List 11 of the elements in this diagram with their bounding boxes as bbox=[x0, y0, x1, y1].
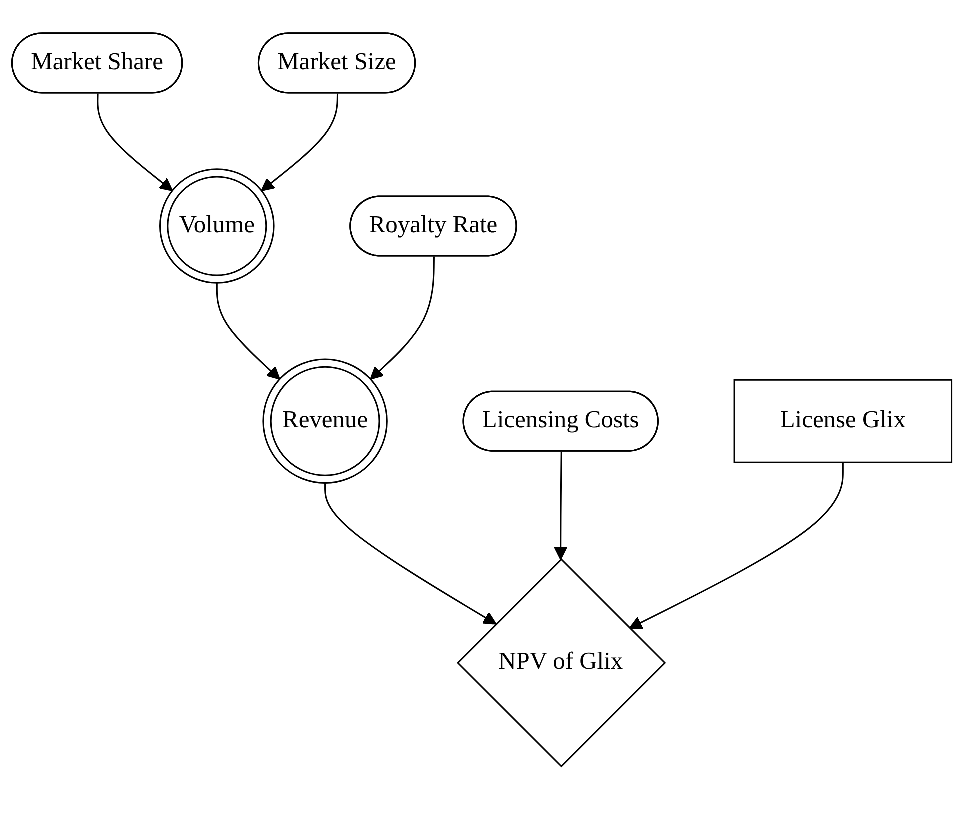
arrow bbox=[97, 94, 174, 192]
arrow bbox=[216, 283, 280, 380]
arrow bbox=[554, 452, 568, 560]
arrow bbox=[629, 462, 844, 630]
node-diamond: NPV of Glix bbox=[457, 558, 666, 768]
node-circle: Revenue bbox=[262, 358, 388, 484]
arrow bbox=[261, 94, 339, 192]
arrow bbox=[370, 256, 435, 380]
arrow bbox=[324, 483, 497, 625]
node-circle: Volume bbox=[160, 168, 275, 284]
node-box: License Glix bbox=[734, 379, 953, 464]
